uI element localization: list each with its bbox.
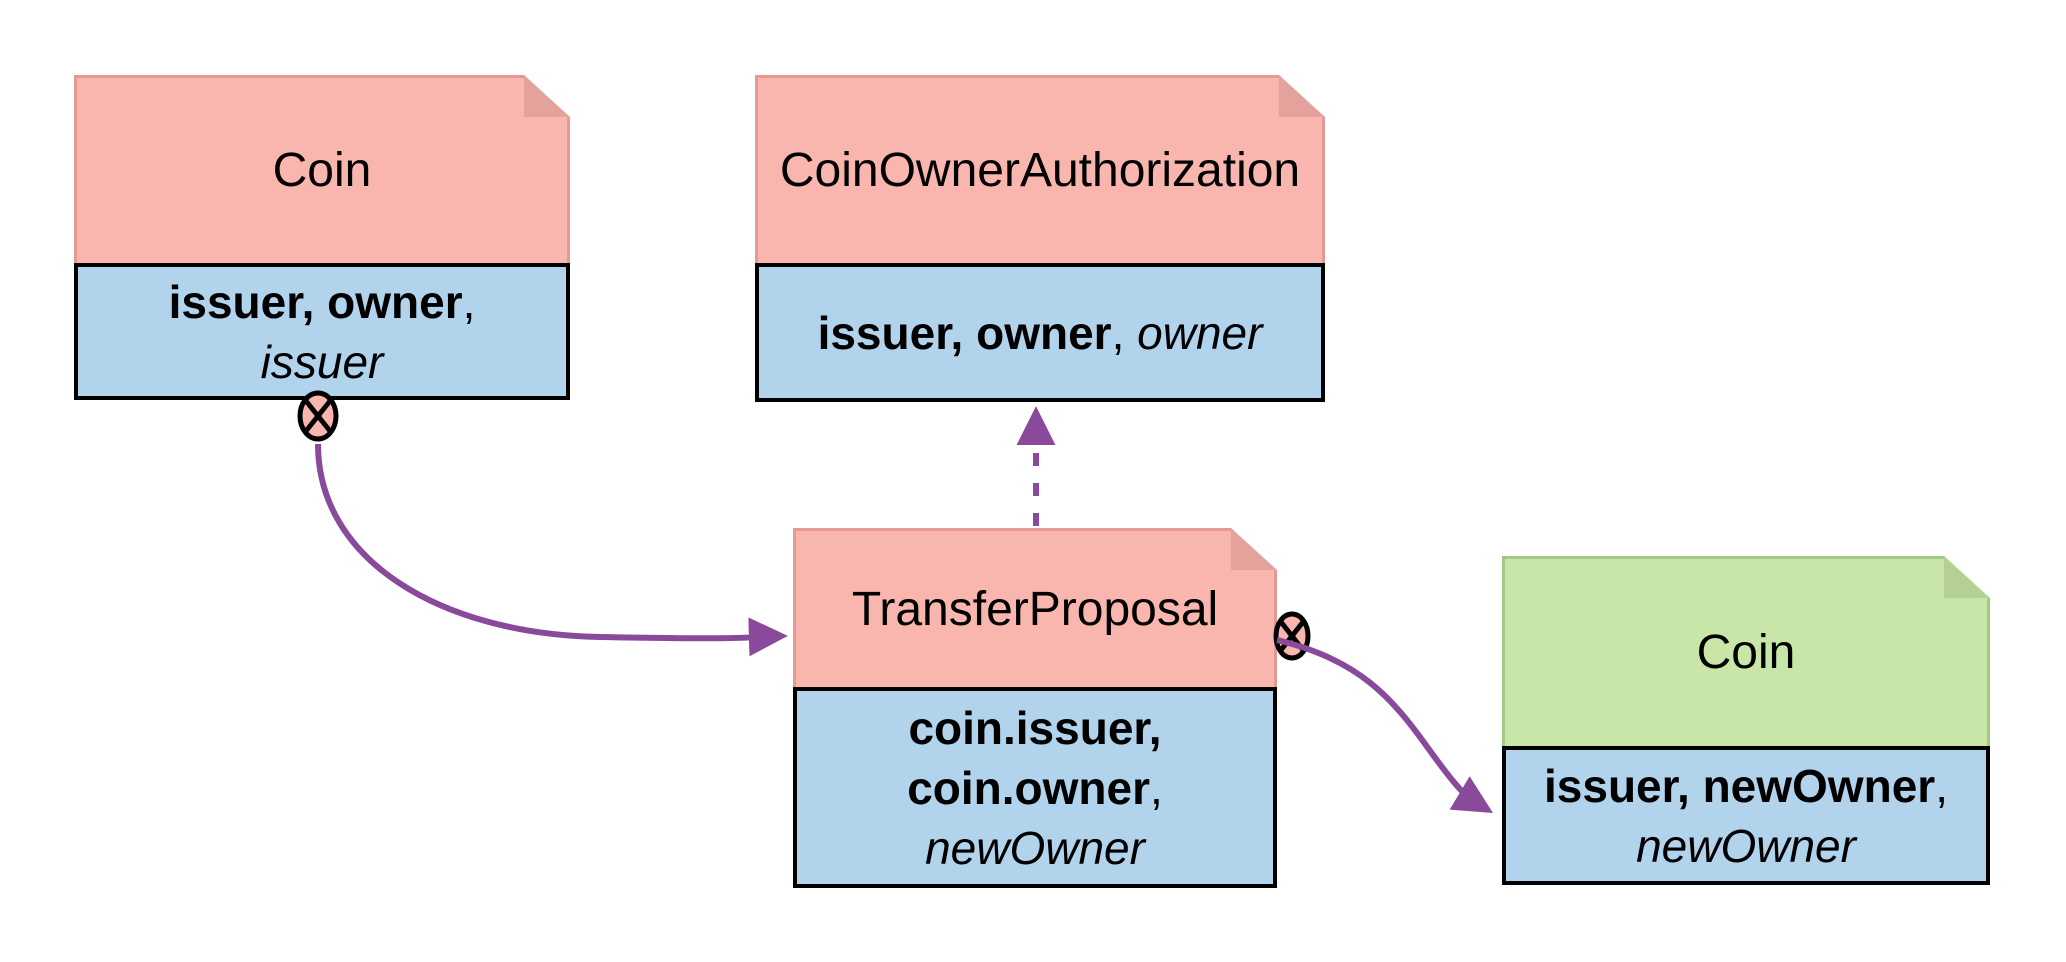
signatories-line: issuer, owner, (169, 272, 476, 332)
folded-corner-icon (1231, 528, 1277, 570)
node-header: Coin (1502, 556, 1990, 746)
signatories-text: issuer, owner (168, 275, 463, 328)
controllers-text: newOwner (1636, 819, 1856, 872)
contract-node-coin-new: Coin issuer, newOwner, newOwner (1502, 556, 1990, 885)
controllers-line: newOwner (1636, 816, 1856, 876)
node-title: TransferProposal (851, 582, 1219, 636)
controllers-text: issuer (260, 335, 384, 388)
node-title: Coin (1696, 626, 1796, 679)
template-node-transfer-proposal: TransferProposal coin.issuer, coin.owner… (793, 528, 1277, 888)
node-title: CoinOwnerAuthorization (779, 144, 1301, 197)
signatories-controllers-line: issuer, owner, owner (818, 303, 1263, 363)
node-title: Coin (272, 144, 372, 197)
separator-text: , (1150, 761, 1163, 814)
separator-text: , (462, 275, 476, 328)
separator-text: , (1935, 759, 1948, 812)
folded-corner-icon (1279, 75, 1325, 117)
folded-corner-icon (524, 75, 570, 117)
controllers-text: owner (1137, 306, 1263, 359)
node-body: issuer, owner, issuer (74, 263, 570, 400)
archive-flow-arrow-transfer-proposal-to-new-coin (1276, 637, 1494, 814)
signatories-text: issuer, owner (817, 306, 1112, 359)
folded-corner-icon (1944, 556, 1990, 598)
node-header: CoinOwnerAuthorization (755, 75, 1325, 263)
archive-flow-arrow-coin-to-transfer-proposal (315, 443, 788, 657)
template-node-coin-archived: Coin issuer, owner, issuer (74, 75, 570, 400)
node-body: coin.issuer, coin.owner, newOwner (793, 687, 1277, 888)
node-body: issuer, newOwner, newOwner (1502, 746, 1990, 885)
archive-icon-transfer-proposal (1273, 611, 1311, 661)
signatories-text: coin.owner (907, 761, 1151, 814)
controllers-line: newOwner (925, 818, 1145, 878)
template-node-coin-owner-authorization: CoinOwnerAuthorization issuer, owner, ow… (755, 75, 1325, 402)
separator-text: , (1111, 306, 1138, 359)
controllers-text: newOwner (925, 821, 1145, 874)
node-header: Coin (74, 75, 570, 263)
signatories-text: coin.issuer, (908, 701, 1162, 754)
signatories-line: issuer, newOwner, (1544, 756, 1948, 816)
signatories-line-1: coin.issuer, (908, 698, 1161, 758)
controllers-line: issuer (261, 332, 384, 392)
node-body: issuer, owner, owner (755, 263, 1325, 402)
node-header: TransferProposal (793, 528, 1277, 687)
signatories-text: issuer, newOwner (1544, 759, 1936, 812)
signatories-line-2: coin.owner, (907, 758, 1163, 818)
